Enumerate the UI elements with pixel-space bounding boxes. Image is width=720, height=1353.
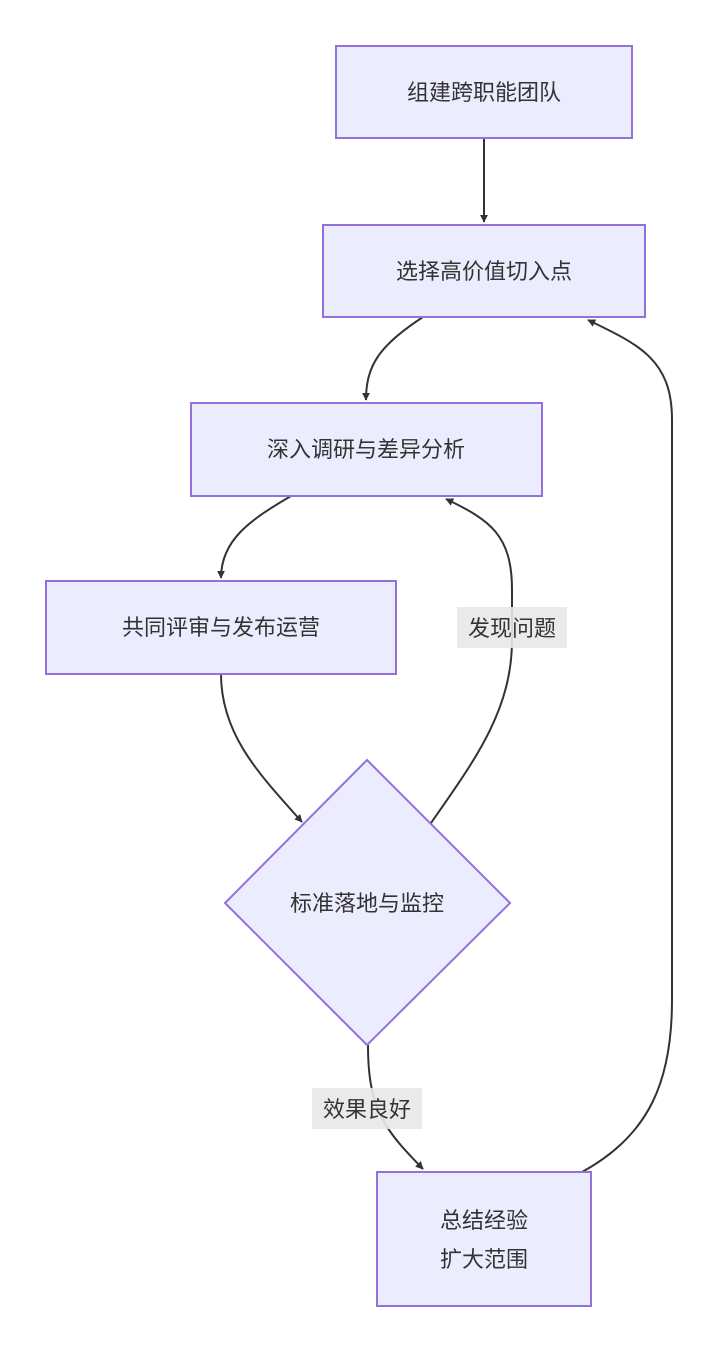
edge-b-to-c [362,316,424,401]
node-c-label: 深入调研与差异分析 [267,438,465,463]
edge-label-e-to-f-text: 效果良好 [323,1098,411,1123]
node-e-diamond [223,758,512,1047]
node-b-label: 选择高价值切入点 [396,260,572,285]
node-e-label: 标准落地与监控 [290,892,444,917]
node-d-label: 共同评审与发布运营 [122,616,320,641]
node-c-box [190,402,543,497]
edge-label-e-to-f: 效果良好 [312,1088,422,1129]
node-b-box [322,224,646,318]
edge-label-e-to-c-text: 发现问题 [468,617,556,642]
node-a: 组建跨职能团队 [335,45,633,139]
edge-label-e-to-c: 发现问题 [457,607,567,648]
node-d: 共同评审与发布运营 [45,580,397,675]
node-a-box [335,45,633,139]
edge-label-e-to-f-bg [312,1088,422,1129]
node-c: 深入调研与差异分析 [190,402,543,497]
node-f: 总结经验 扩大范围 [376,1171,592,1307]
edge-f-to-b [581,319,673,1173]
edge-d-to-e [220,673,303,823]
edge-e-to-c [430,498,513,824]
edge-label-e-to-c-bg [457,607,567,648]
node-b: 选择高价值切入点 [322,224,646,318]
node-d-box [45,580,397,675]
edge-c-to-d [217,495,292,579]
node-f-label-line-1: 总结经验 [440,1209,528,1234]
node-e-decision: 标准落地与监控 [223,758,512,1047]
node-f-label-line-2: 扩大范围 [440,1248,528,1273]
node-a-label: 组建跨职能团队 [407,81,561,106]
node-f-box [376,1171,592,1307]
